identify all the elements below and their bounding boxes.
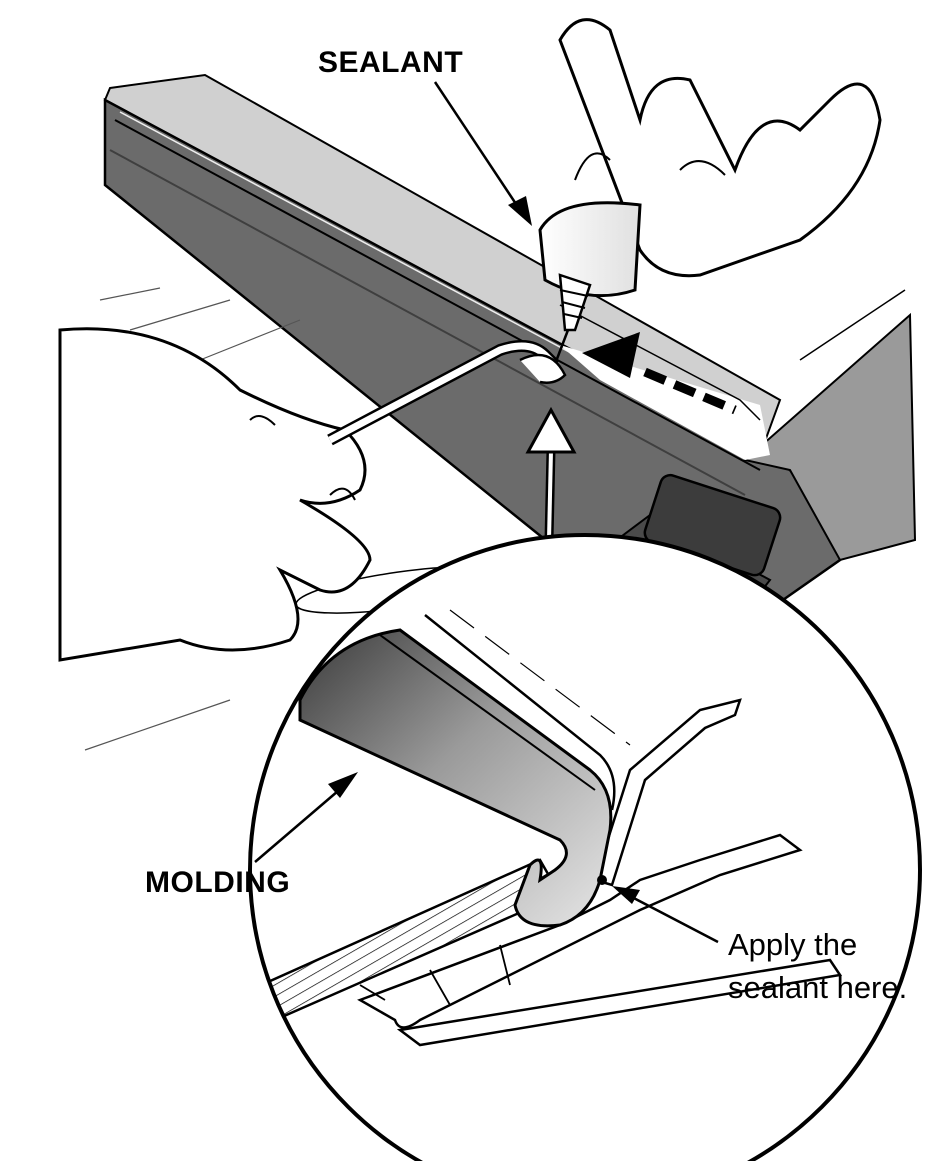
- sealant-label: SEALANT: [318, 46, 463, 79]
- magnifier-circle-icon: [248, 533, 922, 1161]
- glass-area: [560, 345, 770, 460]
- apply-label-line2: sealant here.: [728, 970, 907, 1005]
- apply-leader-arrow-icon: [612, 886, 719, 944]
- sealant-tube-icon: [538, 201, 642, 373]
- screwdriver-icon: [327, 340, 567, 446]
- molding-label: MOLDING: [145, 866, 290, 899]
- sealant-leader-arrow-icon: [433, 81, 532, 226]
- direction-arrow-icon: [582, 332, 737, 415]
- screwdriver-hand-icon: [58, 327, 372, 662]
- body-flange: [357, 833, 803, 1029]
- molding-leader-arrow-icon: [254, 772, 358, 863]
- molding-profile: [298, 628, 613, 928]
- side-panel: [742, 312, 917, 562]
- apply-label-line1: Apply the: [728, 927, 857, 962]
- body-panel: [593, 698, 742, 887]
- sealant-bead: [597, 875, 607, 885]
